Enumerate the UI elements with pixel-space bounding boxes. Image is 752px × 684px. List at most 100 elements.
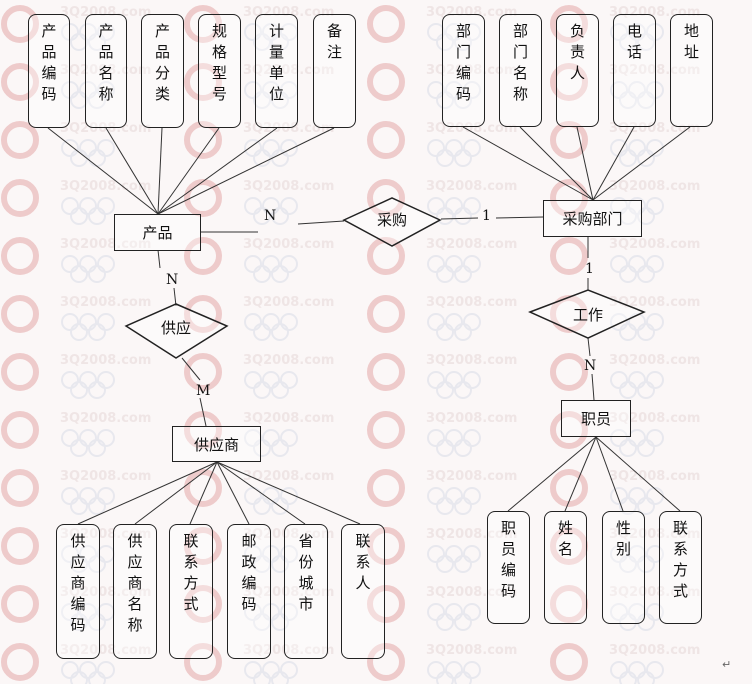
svg-text:3Q2008.com: 3Q2008.com — [243, 179, 334, 194]
svg-text:3Q2008.com: 3Q2008.com — [426, 179, 517, 194]
svg-text:3Q2008.com: 3Q2008.com — [609, 237, 700, 252]
watermark-tile: 3Q2008.com — [1, 121, 151, 167]
watermark-tile: 3Q2008.com — [1, 643, 151, 684]
svg-text:3Q2008.com: 3Q2008.com — [60, 643, 151, 658]
relation-supply-label: 供应 — [160, 319, 191, 337]
watermark-tile: 3Q2008.com — [367, 411, 517, 457]
attr-employee-name: 姓名 — [544, 511, 587, 624]
watermark-tile: 3Q2008.com — [367, 527, 517, 573]
attr-dept-address: 地址 — [670, 14, 713, 127]
watermark-tile: 3Q2008.com — [550, 353, 700, 399]
svg-text:3Q2008.com: 3Q2008.com — [609, 411, 700, 426]
entity-supplier: 供应商 — [172, 426, 261, 462]
supply-diamond — [124, 303, 229, 359]
purchase-diamond — [342, 197, 442, 247]
watermark-tile: 3Q2008.com — [367, 585, 517, 631]
svg-text:3Q2008.com: 3Q2008.com — [60, 295, 151, 310]
work-diamond — [528, 289, 646, 339]
watermark-tile: 3Q2008.com — [1, 527, 151, 573]
attr-spec-model: 规格型号 — [198, 14, 241, 128]
watermark-tile: 3Q2008.com — [184, 237, 334, 283]
watermark-tile: 3Q2008.com — [1, 237, 151, 283]
svg-text:3Q2008.com: 3Q2008.com — [609, 353, 700, 368]
attr-supplier-contact-method: 联系方式 — [169, 524, 213, 659]
attr-dept-name: 部门名称 — [499, 14, 542, 127]
svg-text:3Q2008.com: 3Q2008.com — [609, 643, 700, 658]
watermark-tile: 3Q2008.com — [184, 121, 334, 167]
watermark-tile: 3Q2008.com — [184, 353, 334, 399]
attr-unit: 计量单位 — [255, 14, 298, 128]
svg-text:3Q2008.com: 3Q2008.com — [609, 179, 700, 194]
card-product-purchase: N — [264, 208, 277, 224]
svg-text:3Q2008.com: 3Q2008.com — [243, 121, 334, 136]
svg-text:3Q2008.com: 3Q2008.com — [243, 585, 334, 600]
svg-text:3Q2008.com: 3Q2008.com — [609, 63, 700, 78]
watermark-tile: 3Q2008.com — [1, 353, 151, 399]
watermark-tile: 3Q2008.com — [550, 179, 700, 225]
svg-text:3Q2008.com: 3Q2008.com — [243, 63, 334, 78]
svg-text:3Q2008.com: 3Q2008.com — [60, 5, 151, 20]
watermark-tile: 3Q2008.com — [550, 469, 700, 515]
svg-text:3Q2008.com: 3Q2008.com — [426, 585, 517, 600]
card-dept-work: 1 — [585, 261, 594, 277]
watermark-tile: 3Q2008.com — [550, 585, 700, 631]
watermark-tile: 3Q2008.com — [184, 63, 334, 109]
svg-text:3Q2008.com: 3Q2008.com — [426, 353, 517, 368]
paragraph-mark: ↵ — [722, 658, 732, 671]
watermark-tile: 3Q2008.com — [184, 295, 334, 341]
svg-text:3Q2008.com: 3Q2008.com — [60, 527, 151, 542]
watermark-tile: 3Q2008.com — [550, 237, 700, 283]
card-product-supply: N — [166, 272, 179, 288]
svg-text:3Q2008.com: 3Q2008.com — [609, 469, 700, 484]
svg-text:3Q2008.com: 3Q2008.com — [609, 527, 700, 542]
watermark-tile: 3Q2008.com — [1, 469, 151, 515]
watermark-tile: 3Q2008.com — [550, 527, 700, 573]
attr-employee-contact: 联系方式 — [659, 511, 702, 624]
svg-text:3Q2008.com: 3Q2008.com — [426, 411, 517, 426]
svg-text:3Q2008.com: 3Q2008.com — [426, 527, 517, 542]
svg-text:3Q2008.com: 3Q2008.com — [243, 353, 334, 368]
watermark-tile: 3Q2008.com — [550, 411, 700, 457]
relation-work-label: 工作 — [572, 306, 603, 324]
svg-text:3Q2008.com: 3Q2008.com — [60, 353, 151, 368]
attr-dept-code: 部门编码 — [442, 14, 485, 127]
card-supply-supplier: M — [196, 383, 211, 399]
watermark-tile: 3Q2008.com — [184, 5, 334, 51]
attr-supplier-code: 供应商编码 — [56, 524, 100, 659]
svg-text:3Q2008.com: 3Q2008.com — [60, 63, 151, 78]
card-work-employee: N — [584, 358, 597, 374]
attr-product-name: 产品名称 — [85, 14, 127, 128]
svg-text:3Q2008.com: 3Q2008.com — [243, 237, 334, 252]
watermark-tile: 3Q2008.com — [367, 643, 517, 684]
attr-employee-gender: 性别 — [602, 511, 645, 624]
svg-text:3Q2008.com: 3Q2008.com — [60, 121, 151, 136]
attr-employee-code: 职员编码 — [487, 511, 530, 624]
svg-text:3Q2008.com: 3Q2008.com — [243, 295, 334, 310]
entity-employee: 职员 — [561, 400, 631, 437]
attr-supplier-postcode: 邮政编码 — [227, 524, 271, 659]
watermark-tile: 3Q2008.com — [1, 295, 151, 341]
svg-text:3Q2008.com: 3Q2008.com — [60, 469, 151, 484]
entity-purchasing-dept: 采购部门 — [543, 200, 642, 237]
attr-supplier-name: 供应商名称 — [113, 524, 157, 659]
watermark-tile: 3Q2008.com — [367, 353, 517, 399]
watermark-tile: 3Q2008.com — [550, 643, 700, 684]
svg-text:3Q2008.com: 3Q2008.com — [609, 295, 700, 310]
svg-text:3Q2008.com: 3Q2008.com — [243, 5, 334, 20]
svg-text:3Q2008.com: 3Q2008.com — [426, 63, 517, 78]
watermark-tile: 3Q2008.com — [1, 585, 151, 631]
attr-dept-phone: 电话 — [613, 14, 656, 127]
svg-text:3Q2008.com: 3Q2008.com — [609, 585, 700, 600]
attr-remark: 备注 — [313, 14, 356, 128]
relation-purchase-label: 采购 — [376, 211, 407, 229]
svg-text:3Q2008.com: 3Q2008.com — [243, 469, 334, 484]
svg-text:3Q2008.com: 3Q2008.com — [426, 643, 517, 658]
svg-text:3Q2008.com: 3Q2008.com — [60, 237, 151, 252]
svg-text:3Q2008.com: 3Q2008.com — [426, 295, 517, 310]
watermark-tile: 3Q2008.com — [184, 585, 334, 631]
entity-product: 产品 — [114, 214, 201, 251]
svg-text:3Q2008.com: 3Q2008.com — [426, 469, 517, 484]
watermark-tile: 3Q2008.com — [367, 63, 517, 109]
